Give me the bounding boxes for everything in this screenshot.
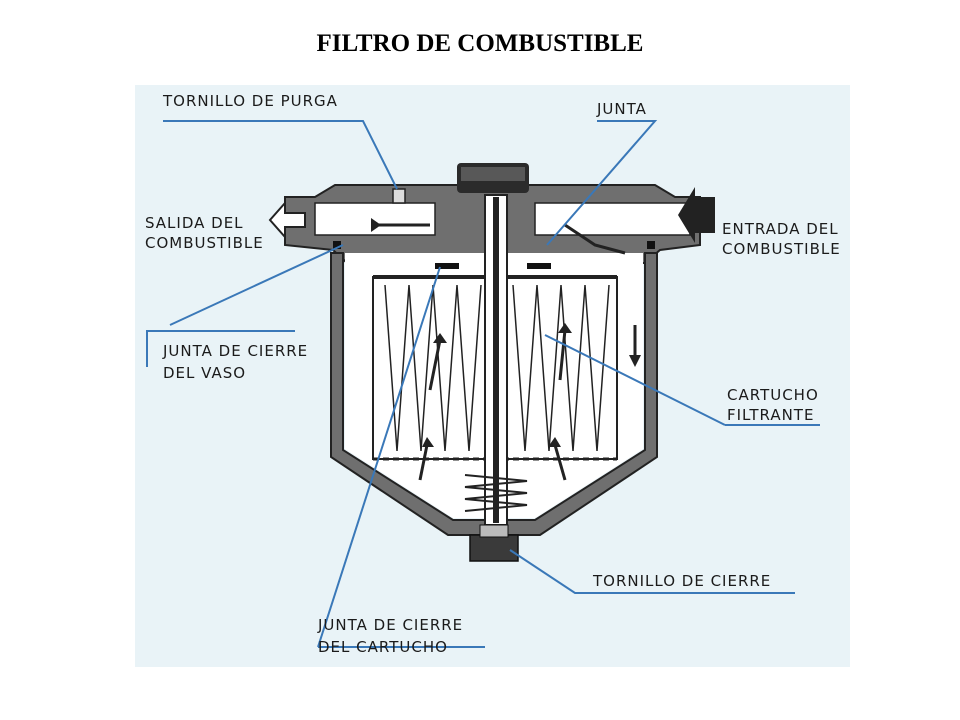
pleats-right [512,284,610,452]
inlet-channel [534,202,691,236]
label-cartucho-2: FILTRANTE [727,406,815,424]
flow-arrow-icon [375,223,637,481]
cartridge-gasket [435,263,459,269]
label-cartucho-1: CARTUCHO [727,386,819,404]
outlet-channel [314,202,436,236]
filter-drawing [146,120,820,648]
outlet-arrow-icon [268,200,306,240]
label-junta-cartucho-1: JUNTA DE CIERRE [318,616,464,634]
label-entrada-2: COMBUSTIBLE [722,240,841,258]
label-tornillo-cierre: TORNILLO DE CIERRE [593,572,772,590]
label-salida-2: COMBUSTIBLE [145,234,264,252]
bowl-gasket [333,241,341,249]
inlet-arrow-icon [678,187,715,243]
filter-diagram: TORNILLO DE PURGA JUNTA SALIDA DEL COMBU… [135,85,850,667]
label-junta: JUNTA [597,100,647,118]
label-junta-cartucho-2: DEL CARTUCHO [318,638,448,656]
filter-bowl [330,252,658,536]
label-junta-vaso-2: DEL VASO [163,364,247,382]
label-tornillo-purga: TORNILLO DE PURGA [163,92,338,110]
purge-screw [392,188,406,204]
closing-screw [469,534,519,562]
label-entrada-1: ENTRADA DEL [722,220,839,238]
pleats-left [384,284,482,452]
spring [464,474,528,512]
page-title: FILTRO DE COMBUSTIBLE [316,30,644,57]
leader-lines [146,120,820,648]
label-junta-vaso-1: JUNTA DE CIERRE [163,342,309,360]
label-salida-1: SALIDA DEL [145,214,244,232]
